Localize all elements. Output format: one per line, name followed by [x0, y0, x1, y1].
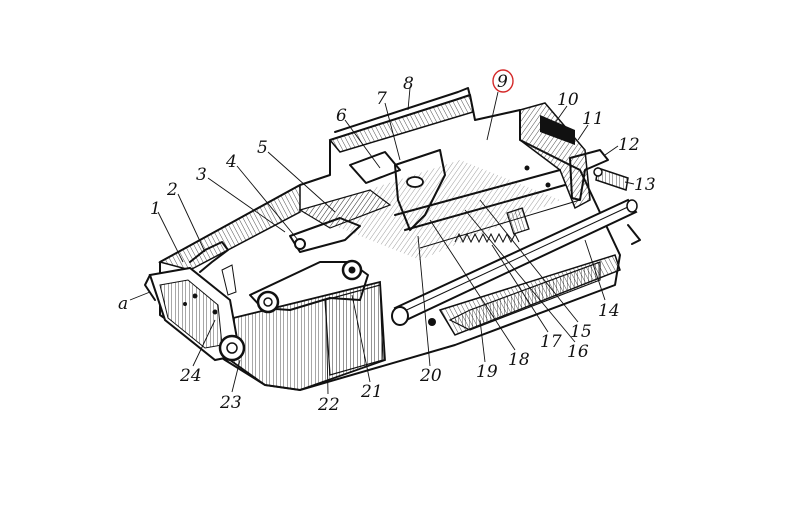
- callout-24: 24: [179, 366, 202, 386]
- highlight-circle: [492, 69, 514, 93]
- callout-5: 5: [257, 138, 268, 158]
- callout-labels: 1 2 3 4 5 6 7 8 9 10 11 12 13 14 15 16 1…: [118, 69, 656, 415]
- callout-15: 15: [570, 322, 592, 342]
- callout-13: 13: [634, 175, 656, 195]
- front-end-block: [144, 241, 246, 362]
- callout-9: 9: [497, 72, 508, 92]
- callout-16: 16: [567, 342, 589, 362]
- callout-4: 4: [225, 152, 237, 172]
- callout-10: 10: [557, 90, 579, 110]
- callout-19: 19: [476, 362, 498, 382]
- callout-7: 7: [376, 89, 387, 109]
- callout-6: 6: [336, 106, 347, 126]
- callout-20: 20: [419, 366, 442, 386]
- callout-18: 18: [508, 350, 530, 370]
- leader-lines: [129, 87, 635, 395]
- callout-11: 11: [582, 109, 604, 129]
- callout-12: 12: [618, 135, 640, 155]
- callout-23: 23: [219, 393, 242, 413]
- callout-3: 3: [196, 165, 207, 185]
- callout-17: 17: [540, 332, 562, 352]
- callout-2: 2: [166, 180, 178, 200]
- callout-1: 1: [150, 199, 161, 219]
- callout-8: 8: [403, 74, 414, 94]
- callout-22: 22: [317, 395, 340, 415]
- callout-14: 14: [598, 301, 620, 321]
- callout-21: 21: [360, 382, 383, 402]
- callout-a: a: [118, 294, 128, 314]
